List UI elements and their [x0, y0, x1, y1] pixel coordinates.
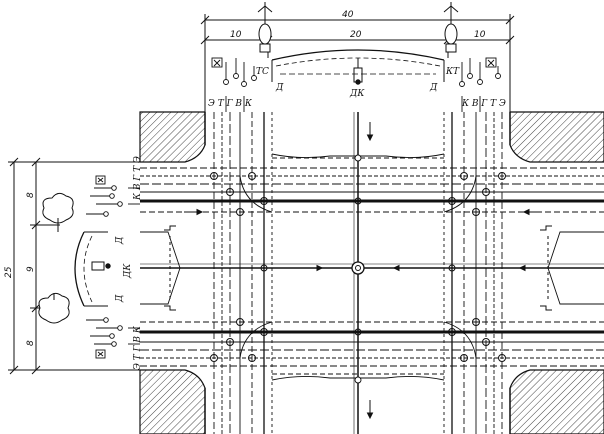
label-d-top-left: Д — [275, 83, 284, 93]
arrow-down-icon — [366, 412, 374, 420]
label-vertical-left-utilities: Э Т Г В К — [208, 99, 253, 109]
arrow-left-icon — [522, 208, 530, 216]
label-dk-left: ДК — [123, 263, 133, 279]
corner-top-left — [139, 111, 206, 163]
left-drain-pipe — [105, 263, 111, 269]
arrow-left-icon — [518, 264, 526, 272]
left-upper-tree — [42, 192, 74, 232]
corner-top-right — [509, 111, 604, 163]
dim-top-mid: 20 — [350, 30, 362, 40]
arrow-right-icon — [196, 208, 204, 216]
top-right-lamp — [443, 2, 459, 53]
dim-left-upper: 8 — [26, 192, 36, 198]
dim-top-left: 10 — [230, 30, 242, 40]
dim-top-total: 40 — [342, 10, 354, 20]
side-stubs — [128, 96, 481, 345]
junction-wells — [210, 172, 506, 362]
arrow-right-icon — [316, 264, 324, 272]
left-drain-well — [91, 261, 105, 271]
left-utility-pipes-lower — [86, 317, 123, 359]
corner-arc-connections — [239, 175, 477, 359]
label-ts: ТС — [256, 67, 269, 77]
corner-bottom-left — [139, 369, 206, 434]
dim-left-total: 25 — [4, 266, 14, 278]
building-corners — [139, 111, 604, 434]
left-road-cross-section — [74, 231, 111, 307]
vertical-utility-bundle-left — [213, 112, 273, 434]
label-d-left-upper: Д — [115, 236, 125, 245]
label-dk-top: ДК — [349, 89, 365, 99]
label-d-left-lower: Д — [115, 294, 125, 303]
dim-top-right: 10 — [474, 30, 486, 40]
label-horizontal-upper-utilities: К В Г Т Э — [133, 156, 143, 201]
cable-duct-icon — [211, 57, 223, 68]
flow-arrows — [184, 122, 542, 420]
label-horizontal-lower-utilities: Э Т Г В К — [133, 325, 143, 370]
arrow-left-icon — [392, 264, 400, 272]
horizontal-utility-bundle-lower — [140, 321, 604, 367]
crossing-steps — [164, 225, 552, 311]
top-right-utility-pipes — [459, 57, 501, 87]
arrow-down-icon — [366, 134, 374, 142]
horizontal-utility-bundle-upper — [140, 167, 604, 213]
label-d-top-right: Д — [429, 83, 438, 93]
vertical-street-edges — [204, 112, 511, 434]
top-left-lamp — [257, 2, 273, 53]
top-drain-pipe — [355, 79, 361, 85]
central-manhole — [351, 261, 365, 275]
cable-duct-icon — [485, 57, 497, 68]
top-road-cross-section — [271, 49, 445, 85]
dim-left-lower: 8 — [26, 340, 36, 346]
left-lower-tree — [38, 292, 70, 324]
vertical-utility-bundle-right — [443, 112, 503, 434]
label-vertical-right-utilities: К В Г Т Э — [461, 99, 506, 109]
corner-bottom-right — [509, 369, 604, 434]
dim-left-mid: 9 — [26, 266, 36, 272]
left-utility-pipes-upper — [86, 175, 123, 217]
top-left-utility-pipes — [211, 57, 257, 87]
left-dimension-block — [8, 157, 140, 375]
label-kt: КТ — [445, 67, 460, 77]
